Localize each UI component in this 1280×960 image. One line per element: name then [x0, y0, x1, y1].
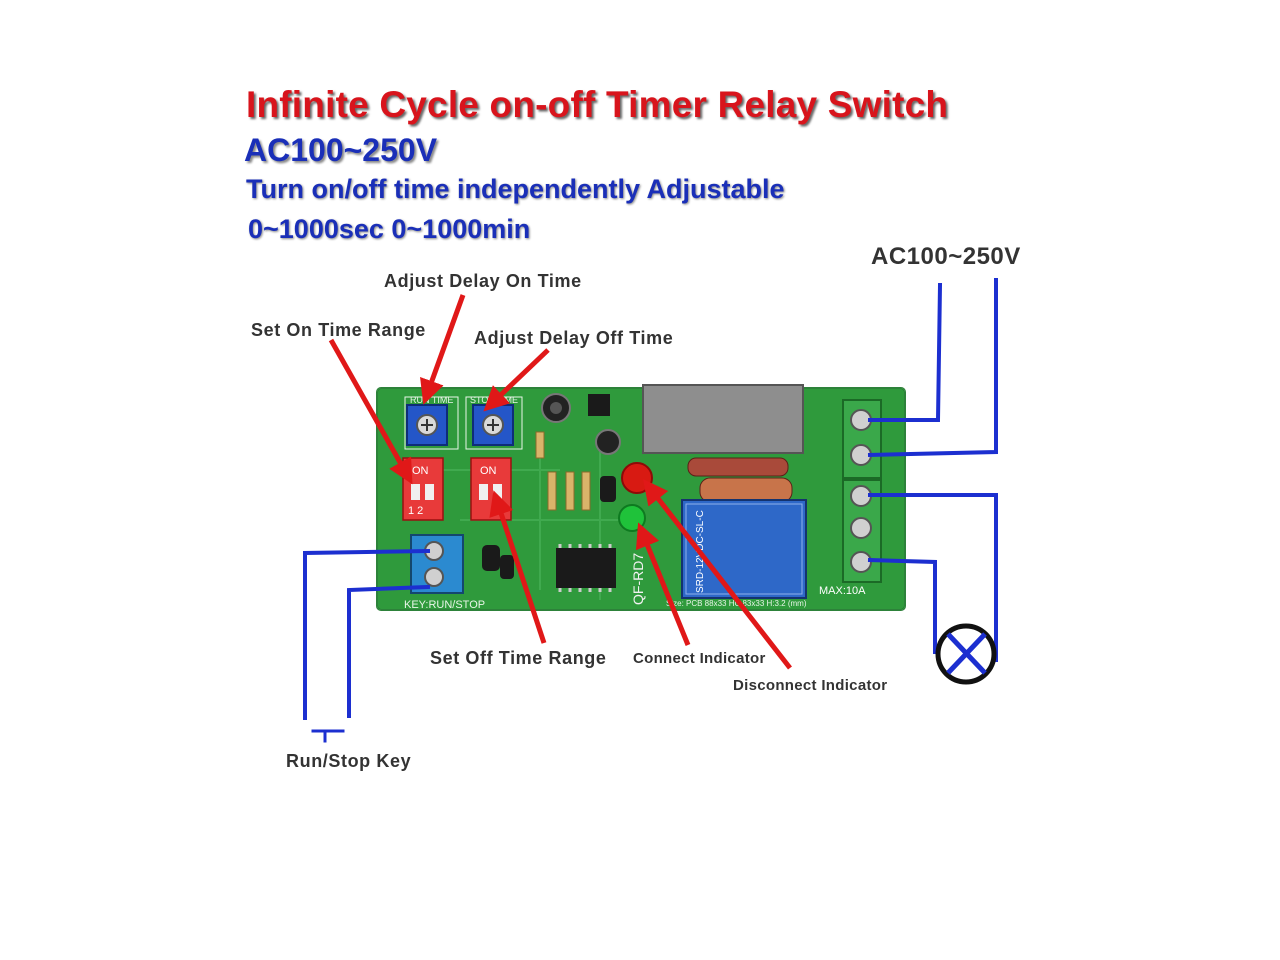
label-disconnect-indicator: Disconnect Indicator [733, 677, 888, 694]
label-set-off-range: Set Off Time Range [430, 648, 607, 668]
label-set-on-range: Set On Time Range [251, 320, 426, 340]
wires [303, 278, 998, 743]
relay [681, 499, 807, 599]
label-ac-input: AC100~250V [871, 243, 1021, 270]
lamp-icon [935, 623, 997, 685]
capacitors [541, 393, 621, 455]
wire-ac-1 [868, 282, 943, 422]
voltage-subtitle: AC100~250V [244, 132, 438, 168]
label-run-stop-key: Run/Stop Key [286, 751, 412, 771]
ic-chip [556, 544, 616, 592]
size-silkscreen: Size: PCB 88x33 HC 83x33 H:3.2 (mm) [666, 599, 807, 608]
arrow-adjust-off [483, 348, 550, 412]
range-subtitle: 0~1000sec 0~1000min [248, 214, 531, 244]
key-silkscreen: KEY:RUN/STOP [404, 599, 485, 611]
run-time-silkscreen: RUN TIME [410, 395, 453, 405]
arrow-connect [635, 522, 691, 646]
arrow-disconnect [642, 479, 792, 670]
arrow-set-off-range [489, 490, 547, 644]
arrow-adjust-on [420, 294, 466, 405]
run-time-potentiometer [404, 396, 459, 450]
model-silkscreen: QF-RD7 [630, 553, 646, 605]
stop-dip-on-text: ON [480, 465, 497, 477]
label-adjust-delay-off: Adjust Delay Off Time [474, 328, 674, 348]
feature-subtitle: Turn on/off time independently Adjustabl… [246, 174, 785, 204]
max-current-text: MAX:10A [819, 585, 866, 597]
resistors [535, 431, 591, 511]
terminal-block-key [410, 534, 464, 594]
power-module [642, 384, 804, 454]
transistors [482, 476, 616, 579]
label-adjust-delay-on: Adjust Delay On Time [384, 271, 582, 291]
run-dip-number-text: 1 2 [408, 505, 423, 517]
terminal-block-power [842, 399, 882, 479]
label-connect-indicator: Connect Indicator [633, 650, 766, 667]
stop-time-potentiometer [465, 396, 523, 450]
callout-arrows [328, 294, 792, 670]
arrow-set-on-range [328, 338, 413, 485]
power-resistor [687, 457, 793, 503]
run-dip-on-text: ON [412, 465, 429, 477]
page-title: Infinite Cycle on-off Timer Relay Switch [246, 84, 949, 125]
